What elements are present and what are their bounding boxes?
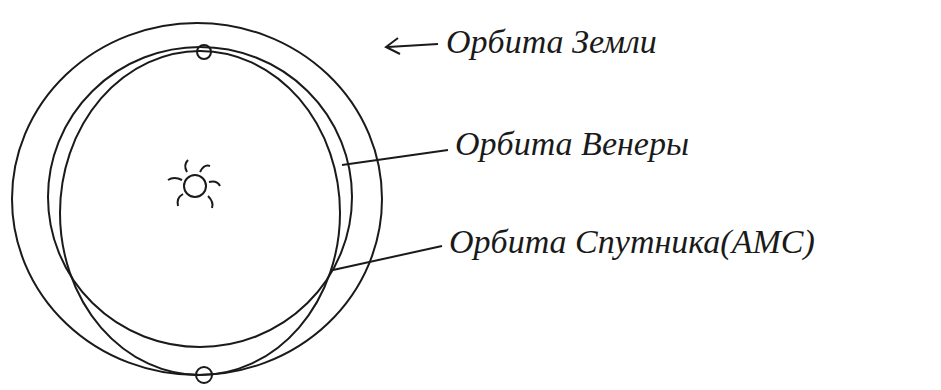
leader-line	[342, 150, 448, 165]
orbit-label: Орбита Земли	[446, 22, 657, 61]
orbit-label: Орбита Венеры	[455, 124, 689, 163]
venus-orbit	[48, 47, 352, 347]
leader-line	[333, 246, 442, 270]
planet-marker	[196, 367, 212, 383]
sun	[184, 175, 206, 197]
planet-marker	[197, 45, 211, 59]
satellite-orbit	[60, 51, 340, 375]
orbit-label: Орбита Спутника(АМС)	[449, 222, 815, 261]
earth-orbit	[12, 23, 382, 375]
leader-line	[386, 38, 438, 54]
sun-rays	[168, 160, 220, 208]
